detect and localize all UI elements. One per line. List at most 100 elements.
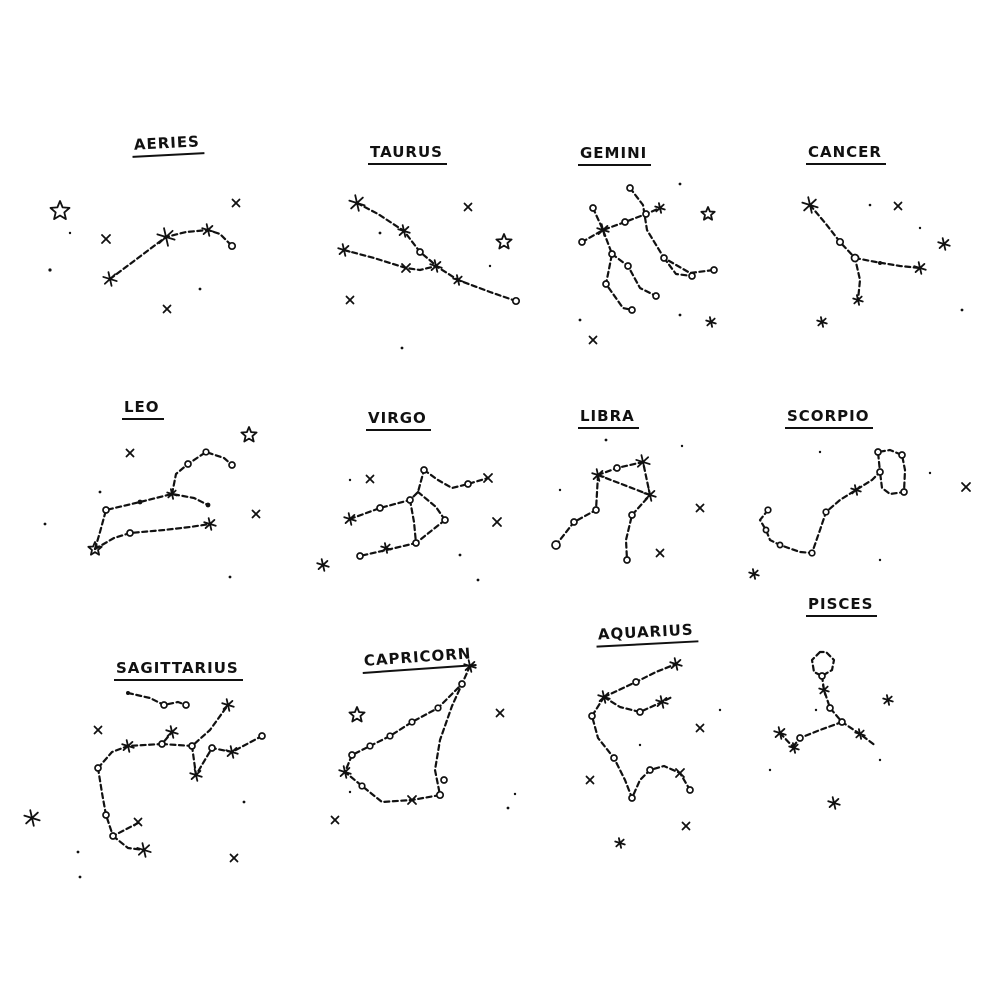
star-libra-7 — [570, 518, 578, 526]
bg-star-scorpio-0 — [961, 482, 971, 492]
star-pisces-1 — [818, 684, 830, 696]
bg-star-cancer-4 — [868, 203, 872, 207]
bg-star-libra-2 — [604, 438, 608, 442]
bg-star-aeries-1 — [101, 234, 111, 244]
star-scorpio-7 — [874, 448, 882, 456]
star-scorpio-8 — [898, 451, 906, 459]
line-cancer-1 — [853, 256, 922, 270]
star-taurus-4 — [401, 263, 411, 273]
line-capricorn-0 — [343, 664, 472, 804]
star-gemini-7 — [602, 280, 610, 288]
bg-star-aeries-2 — [231, 198, 241, 208]
star-pisces-0 — [818, 672, 826, 680]
star-virgo-3 — [420, 466, 428, 474]
bg-star-aeries-6 — [68, 231, 72, 235]
star-libra-5 — [623, 556, 631, 564]
star-cancer-2 — [850, 253, 860, 263]
background-stars — [23, 182, 971, 879]
star-leo-3 — [166, 488, 178, 500]
star-aquarius-4 — [632, 678, 640, 686]
bg-star-virgo-3 — [458, 553, 462, 557]
line-aeries-0 — [108, 228, 234, 281]
star-capricorn-9 — [407, 795, 417, 805]
star-libra-6 — [592, 506, 600, 514]
star-capricorn-3 — [408, 718, 416, 726]
star-pisces-2 — [826, 704, 834, 712]
star-libra-8 — [551, 540, 561, 550]
star-aquarius-9 — [675, 768, 685, 778]
star-taurus-0 — [348, 194, 366, 212]
star-pisces-3 — [838, 718, 846, 726]
star-sagittarius-6 — [165, 725, 179, 739]
star-sagittarius-12 — [258, 732, 266, 740]
star-capricorn-4 — [386, 732, 394, 740]
star-capricorn-1 — [458, 680, 466, 688]
star-gemini-0 — [578, 238, 586, 246]
star-taurus-5 — [429, 259, 443, 273]
star-leo-1 — [102, 506, 110, 514]
star-gemini-4 — [654, 202, 666, 214]
star-cancer-1 — [835, 237, 845, 247]
bg-star-gemini-4 — [578, 318, 582, 322]
bg-star-pisces-0 — [882, 694, 894, 706]
line-libra-1 — [554, 473, 600, 547]
star-libra-2 — [635, 454, 651, 470]
bg-star-aquarius-5 — [718, 708, 722, 712]
bg-star-capricorn-5 — [348, 790, 352, 794]
constellation-lines — [93, 186, 922, 852]
bg-star-capricorn-1 — [495, 708, 505, 718]
bg-star-pisces-2 — [814, 708, 818, 712]
bg-star-capricorn-2 — [330, 815, 340, 825]
star-libra-3 — [643, 488, 657, 502]
star-capricorn-6 — [348, 751, 356, 759]
bg-star-sagittarius-1 — [93, 725, 103, 735]
line-sagittarius-1 — [96, 730, 174, 770]
star-sagittarius-16 — [136, 842, 152, 858]
bg-star-aeries-0 — [49, 200, 71, 221]
bg-star-cancer-2 — [816, 316, 828, 328]
bg-star-sagittarius-4 — [242, 800, 246, 804]
bg-star-leo-3 — [43, 522, 47, 526]
line-taurus-0 — [355, 201, 438, 268]
star-taurus-6 — [452, 274, 464, 286]
constellation-title-cancer: Cancer — [806, 145, 886, 165]
star-sagittarius-11 — [225, 745, 239, 759]
star-sagittarius-2 — [182, 701, 190, 709]
star-taurus-3 — [337, 243, 351, 257]
star-scorpio-1 — [762, 526, 770, 534]
star-aquarius-10 — [686, 786, 694, 794]
star-leo-8 — [126, 529, 134, 537]
star-leo-7 — [228, 461, 236, 469]
line-gemini-3 — [628, 186, 716, 275]
star-scorpio-0 — [764, 506, 772, 514]
line-scorpio-0 — [758, 448, 907, 555]
star-sagittarius-9 — [189, 768, 203, 782]
star-scorpio-9 — [900, 488, 908, 496]
constellation-title-gemini: Gemini — [578, 146, 652, 166]
bg-star-taurus-3 — [400, 346, 404, 350]
bg-star-cancer-0 — [937, 237, 951, 251]
star-sagittarius-7 — [188, 742, 196, 750]
bg-star-pisces-4 — [768, 768, 772, 772]
bg-star-cancer-3 — [960, 308, 964, 312]
star-sagittarius-15 — [133, 817, 143, 827]
star-aquarius-2 — [655, 695, 669, 709]
star-aeries-3 — [227, 241, 237, 251]
star-sagittarius-10 — [208, 744, 216, 752]
bg-star-gemini-2 — [588, 335, 598, 345]
line-sagittarius-2 — [160, 703, 230, 748]
star-pisces-6 — [773, 726, 787, 740]
bg-star-leo-4 — [98, 490, 102, 494]
star-capricorn-5 — [366, 742, 374, 750]
constellation-title-leo: Leo — [122, 400, 164, 420]
star-leo-5 — [184, 460, 192, 468]
star-leo-4 — [205, 502, 211, 508]
star-virgo-9 — [356, 552, 364, 560]
constellation-title-pisces: Pisces — [806, 597, 878, 617]
star-sagittarius-8 — [221, 698, 235, 712]
star-scorpio-4 — [822, 508, 830, 516]
bg-star-leo-5 — [228, 575, 232, 579]
star-taurus-7 — [511, 296, 521, 306]
